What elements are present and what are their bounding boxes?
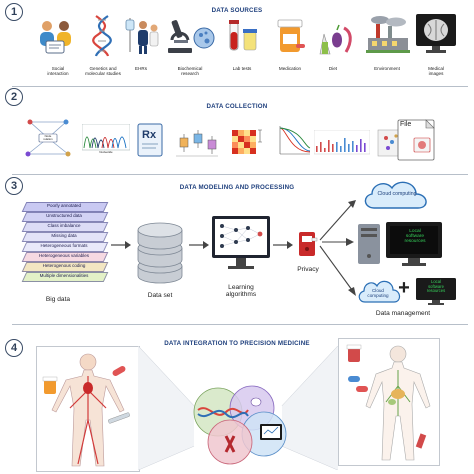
prescription-icon: Rx	[137, 123, 163, 157]
boxplot-icon	[176, 130, 218, 157]
curve-plot-icon	[279, 126, 311, 155]
stack-layer-label: Missing data	[51, 233, 77, 238]
stack-layer-label: Class imbalance	[47, 223, 81, 228]
arrow-right-icon	[273, 241, 293, 249]
local-computer-icon	[358, 222, 442, 266]
bar-histogram-icon	[314, 130, 370, 155]
arrow-right-icon	[111, 241, 131, 249]
integration-funnel	[138, 346, 338, 470]
factory-icon	[366, 16, 410, 53]
brain-scan-icon	[416, 14, 456, 53]
step-number-2: 2	[5, 88, 23, 106]
pill-bottle-icon	[277, 19, 305, 52]
big-data-label: Big data	[45, 296, 71, 303]
doctor-patient-icon	[125, 18, 159, 54]
heatmap-icon	[232, 129, 262, 154]
stack-layer-label: Unstructured data	[46, 213, 82, 218]
big-data-stack: Poorly annotated Unstructured data Class…	[21, 202, 114, 290]
stack-layer-label: Heterogeneous formats	[40, 243, 88, 248]
microscope-icon	[168, 20, 215, 53]
local-monitor-icon	[416, 278, 456, 305]
file-caption: File	[400, 121, 412, 128]
svg-text:Rx: Rx	[142, 129, 157, 141]
source-label-medication: Medication	[278, 66, 302, 71]
test-tube-icon	[229, 20, 257, 51]
network-graph-icon	[25, 119, 71, 157]
source-label-environment: Environment	[374, 66, 400, 71]
privacy-label: Privacy	[297, 266, 319, 273]
cloud-computing-top-label: Cloud computing	[377, 191, 417, 197]
section-title-data-collection: DATA COLLECTION	[206, 103, 268, 110]
section-title-integration: DATA INTEGRATION TO PRECISION MEDICINE	[164, 340, 310, 347]
source-label-ehrs: EHRs	[135, 66, 147, 71]
stack-layer-label: Poorly annotated	[46, 203, 82, 208]
stack-layer-label: Multiple dimensionalities	[39, 273, 89, 278]
step-number-3: 3	[5, 177, 23, 195]
neural-network-monitor-icon	[212, 216, 270, 269]
source-label-lab-tests: Lab tests	[232, 66, 252, 71]
stack-layer-label: Heterogeneous variables	[38, 253, 90, 258]
section-title-data-sources: DATA SOURCES	[211, 7, 263, 14]
branch-arrows-icon	[319, 200, 356, 296]
dna-icon	[92, 15, 112, 57]
section-data-collection	[12, 86, 468, 175]
file-folder-icon	[377, 119, 435, 161]
male-anatomy-icon	[346, 344, 431, 461]
data-management-label: Data management	[375, 310, 431, 317]
integration-venn-icon	[193, 385, 287, 465]
sequencing-trace-icon	[82, 124, 130, 151]
step-number-4: 4	[5, 339, 23, 357]
source-label-diet: Diet	[328, 66, 338, 71]
stack-layer-label: Heterogenous coding	[42, 263, 86, 268]
cloud-computing-icon	[364, 181, 427, 209]
trace-axis-caption: Nucleotide	[99, 150, 113, 154]
data-set-label: Data set	[147, 292, 173, 299]
female-anatomy-icon	[42, 353, 130, 467]
arrow-right-icon	[189, 241, 209, 249]
plus-sign: +	[398, 277, 410, 299]
cloud-computing-icon	[358, 280, 401, 303]
database-icon	[137, 222, 183, 284]
privacy-lock-icon	[299, 232, 318, 256]
section-data-modeling	[12, 174, 468, 325]
step-number-1: 1	[5, 3, 23, 21]
people-icon	[40, 21, 71, 54]
section-data-sources	[12, 0, 468, 87]
section-title-data-modeling: DATA MODELING AND PROCESSING	[179, 184, 295, 191]
food-icon	[319, 24, 352, 55]
